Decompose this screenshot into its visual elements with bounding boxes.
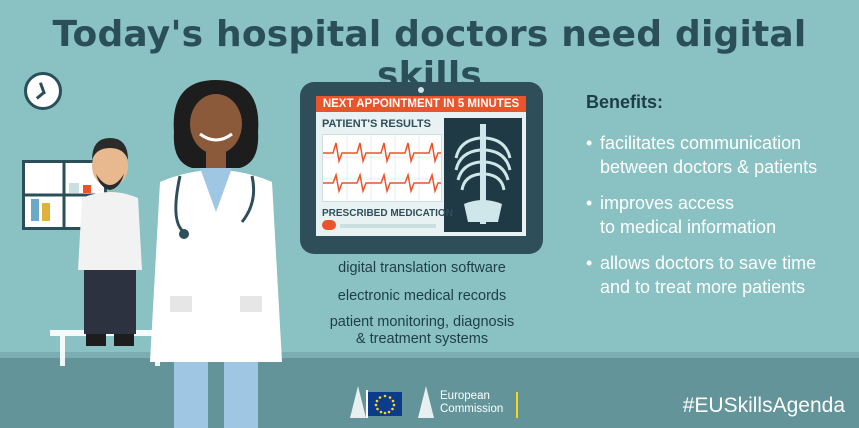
- tablet-screen: NEXT APPOINTMENT IN 5 MINUTES PATIENT'S …: [316, 96, 526, 236]
- bullet-icon: •: [586, 193, 593, 213]
- bullet-icon: •: [586, 253, 593, 273]
- prescribed-medication-label: PRESCRIBED MEDICATION: [322, 208, 453, 219]
- eu-flag-icon: [368, 392, 402, 416]
- medication-bar: [340, 224, 436, 228]
- logo-text: European Commission: [440, 390, 503, 416]
- benefit-line: allows doctors to save time: [600, 253, 817, 273]
- benefit-item: • allows doctors to save time and to treat…: [586, 251, 851, 299]
- patient-illustration: [50, 138, 170, 366]
- benefit-line: to medical information: [600, 217, 777, 237]
- floor-edge: [0, 352, 859, 360]
- xray-image: [444, 118, 522, 232]
- benefit-line: improves access: [600, 193, 735, 213]
- hashtag: #EUSkillsAgenda: [682, 394, 845, 417]
- clock-icon: [24, 72, 62, 110]
- commission-building-icon: [350, 386, 434, 418]
- benefit-line: between doctors & patients: [600, 157, 818, 177]
- pill-icon: [322, 220, 336, 230]
- european-commission-logo: European Commission: [348, 378, 528, 422]
- feature-item: electronic medical records: [337, 288, 507, 304]
- benefit-item: • improves access to medical information: [586, 191, 851, 239]
- feature-item: & treatment systems: [355, 331, 489, 347]
- feature-item: digital translation software: [338, 260, 506, 276]
- benefit-line: and to treat more patients: [600, 277, 806, 297]
- camera-dot: [418, 87, 424, 93]
- page-title: Today's hospital doctors need digital sk…: [52, 14, 807, 96]
- tablet-illustration: NEXT APPOINTMENT IN 5 MINUTES PATIENT'S …: [300, 82, 543, 254]
- bullet-icon: •: [586, 133, 593, 153]
- features-list: digital translation software electronic …: [312, 258, 532, 348]
- benefits-title: Benefits:: [586, 92, 664, 112]
- benefits-panel: Benefits: • facilitates communication betw…: [586, 92, 851, 311]
- logo-divider: [516, 392, 518, 418]
- doctor-illustration: [150, 80, 282, 428]
- patient-results-label: PATIENT'S RESULTS: [322, 118, 431, 130]
- appointment-banner: NEXT APPOINTMENT IN 5 MINUTES: [316, 96, 526, 112]
- benefit-item: • facilitates communication between doctor…: [586, 131, 851, 179]
- logo-line: Commission: [440, 403, 504, 415]
- ecg-chart-graphic: [322, 134, 442, 202]
- logo-line: European: [440, 390, 490, 402]
- feature-item: patient monitoring, diagnosis: [329, 314, 515, 330]
- benefit-line: facilitates communication: [600, 133, 802, 153]
- benefits-list: • facilitates communication between doctor…: [586, 131, 851, 299]
